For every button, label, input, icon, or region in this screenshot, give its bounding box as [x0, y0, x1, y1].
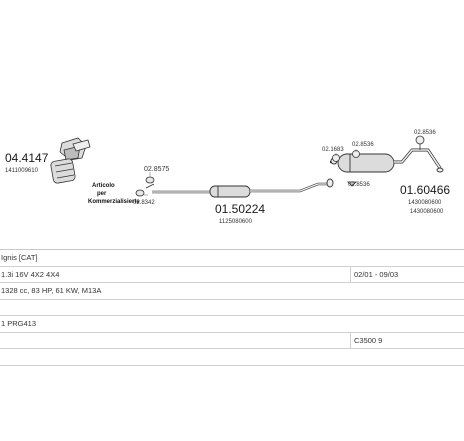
info-row-model: Ignis [CAT] — [0, 249, 464, 267]
production-dates: 02/01 - 09/03 — [354, 269, 399, 279]
vehicle-info-table: Ignis [CAT] 1.3i 16V 4X2 4X4 02/01 - 09/… — [0, 249, 464, 366]
bracket-part-number: 02.8536 — [348, 182, 370, 188]
rear-sub-number-1: 1430080600 — [408, 200, 442, 206]
info-row-ref: C3500 9 — [0, 332, 464, 349]
catalytic-converter-drawing — [50, 137, 91, 184]
clamp-drawing-a — [135, 176, 155, 197]
engine-spec: 1.3i 16V 4X2 4X4 — [1, 269, 60, 279]
gasket-b-part-number: 02.8536 — [352, 142, 374, 148]
tail-hanger-part-number: 02.8536 — [414, 130, 436, 136]
note-line-2: per — [97, 191, 107, 197]
middle-part-number: 01.50224 — [215, 202, 265, 216]
clamp-b-part-number: 02.8342 — [133, 200, 155, 206]
reference-code: C3500 9 — [354, 335, 383, 345]
clamp-a-part-number: 02.8575 — [144, 166, 169, 173]
rear-sub-number-2: 1430080600 — [410, 209, 444, 215]
rear-part-number: 01.60466 — [400, 183, 450, 197]
info-row-empty-2 — [0, 349, 464, 366]
info-row-code: 1 PRG413 — [0, 316, 464, 333]
middle-sub-number: 1125080600 — [219, 219, 253, 225]
leader-lines — [144, 149, 357, 196]
column-divider — [350, 266, 351, 282]
catalytic-part-number: 04.4147 — [5, 151, 49, 165]
info-row-empty-1 — [0, 300, 464, 316]
exhaust-system-diagram: 04.4147 1411009610 Articolo per Kommerzi… — [5, 130, 450, 225]
catalytic-sub-number: 1411009610 — [5, 168, 39, 174]
middle-pipe-drawing — [152, 178, 334, 198]
info-row-engine: 1.3i 16V 4X2 4X4 02/01 - 09/03 — [0, 266, 464, 283]
engine-details: 1328 cc, 83 HP, 61 KW, M13A — [1, 286, 102, 295]
column-divider — [350, 332, 351, 348]
rear-silencer-drawing — [330, 148, 444, 173]
gasket-a-part-number: 02.1683 — [322, 147, 344, 153]
note-line-3: Kommerzialisierte — [88, 199, 140, 205]
note-line-1: Articolo — [92, 183, 115, 189]
model-name: Ignis [CAT] — [1, 253, 38, 262]
info-row-details: 1328 cc, 83 HP, 61 KW, M13A — [0, 283, 464, 300]
type-code: 1 PRG413 — [1, 319, 37, 328]
